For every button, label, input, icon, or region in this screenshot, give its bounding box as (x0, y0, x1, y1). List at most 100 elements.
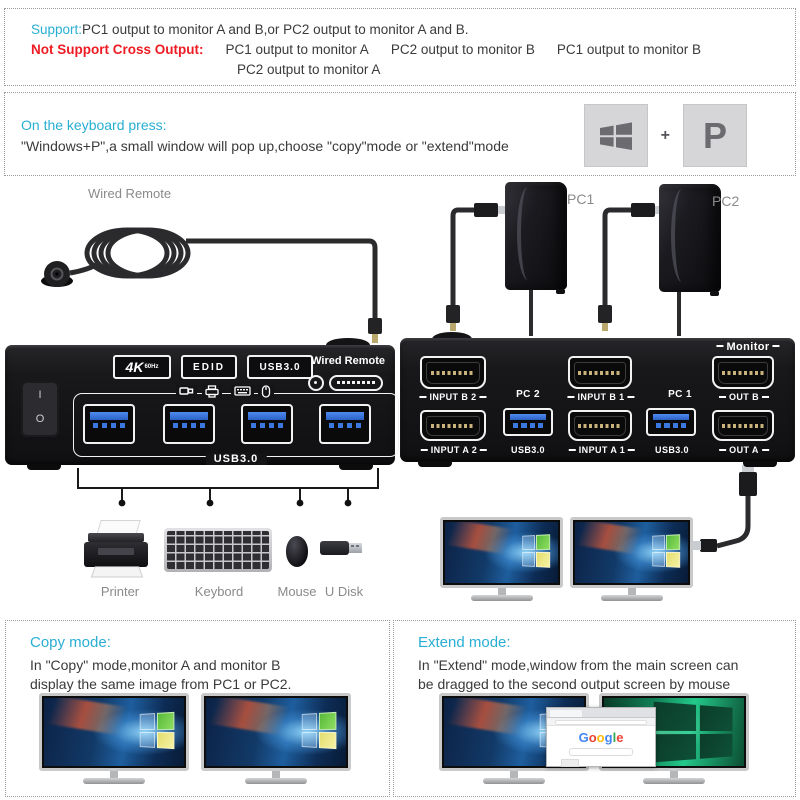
copy-line-1: In "Copy" mode,monitor A and monitor B (30, 657, 281, 673)
browser-window: Google (546, 707, 656, 767)
hdmi-input-a1 (568, 410, 632, 441)
browser-titlebar (547, 708, 655, 718)
hdmi-input-a2 (420, 410, 486, 441)
input-b2-label: INPUT B 2 (416, 392, 489, 402)
remote-jack-icon (329, 375, 383, 391)
pc1-tower (505, 182, 567, 294)
printer-label: Printer (100, 584, 140, 599)
pc1-label: PC1 (567, 191, 595, 207)
support-box: Support:PC1 output to monitor A and B,or… (4, 8, 796, 86)
keyboard-image (164, 528, 272, 572)
back-panel: INPUT B 2 PC 2 INPUT A 2 USB3.0 INPUT B … (400, 338, 795, 467)
google-logo-text: Google (578, 730, 624, 745)
pc2-label: PC2 (712, 193, 740, 209)
browser-addressbar (547, 718, 655, 726)
kb-heading: On the keyboard press: (21, 117, 167, 133)
pc2-tower (659, 184, 721, 296)
hdmi-out-a (712, 410, 774, 441)
mouse-icon (258, 385, 274, 398)
copy-heading: Copy mode: (30, 634, 111, 651)
ns-item-2: PC2 output to monitor B (390, 42, 535, 57)
badge-4k-sub: 60Hz (144, 364, 159, 370)
power-on-glyph: I (38, 389, 42, 401)
udisk-image (320, 540, 366, 556)
wired-remote-label: Wired Remote (88, 186, 172, 201)
udisk-label: U Disk (324, 584, 364, 599)
copy-monitor-2 (201, 693, 351, 784)
hdmi-input-b2 (420, 356, 486, 389)
badge-edid: EDID (181, 355, 237, 379)
usb-port-2 (163, 404, 215, 444)
ns-item-3: PC1 output to monitor B (556, 42, 701, 57)
pc2-group-label: PC 2 (516, 389, 540, 400)
mouse-label: Mouse (277, 584, 317, 599)
mouse-image (286, 536, 308, 567)
remote-port-icon (308, 375, 383, 391)
browser-button (561, 759, 579, 767)
usb-group-label: USB3.0 (205, 453, 267, 465)
keyboard-icon (231, 385, 254, 397)
monitor-label: Monitor (713, 341, 782, 353)
cables-graphic (41, 203, 757, 552)
windows-key (583, 104, 648, 167)
device-foot (743, 461, 777, 467)
front-wired-remote-label: Wired Remote (311, 355, 385, 367)
search-field (568, 748, 634, 756)
usb-port-pc2 (503, 408, 553, 436)
not-support-line: Not Support Cross Output: PC1 output to m… (31, 40, 795, 60)
windows-logo-icon (599, 121, 632, 150)
power-off-glyph: O (35, 413, 45, 425)
p-key-letter: P (702, 114, 727, 156)
support-label: Support: (31, 22, 83, 37)
out-b-label: OUT B (716, 392, 772, 402)
hdmi-out-b (712, 356, 774, 389)
power-switch: I O (21, 381, 59, 437)
badge-4k-text: 4K (125, 359, 144, 375)
out-a-label: OUT A (716, 445, 772, 455)
usb-pc1-label: USB3.0 (655, 445, 689, 455)
copy-mode-box: Copy mode: In "Copy" mode,monitor A and … (5, 620, 390, 797)
extend-mode-box: Extend mode: In "Extend" mode,window fro… (393, 620, 796, 797)
pc1-group-label: PC 1 (668, 389, 692, 400)
device-foot (27, 464, 61, 470)
support-line: Support:PC1 output to monitor A and B,or… (31, 20, 795, 40)
copy-line-2: display the same image from PC1 or PC2. (30, 676, 292, 692)
copy-monitor-1 (39, 693, 189, 784)
printer-icon (202, 385, 222, 398)
ns-line-2: PC2 output to monitor A (237, 62, 381, 77)
input-b1-label: INPUT B 1 (564, 392, 637, 402)
device-foot (339, 464, 373, 470)
device-foot (418, 461, 452, 467)
input-a2-label: INPUT A 2 (418, 445, 490, 455)
usb-port-1 (83, 404, 135, 444)
usb-pc2-label: USB3.0 (511, 445, 545, 455)
hdmi-input-b1 (568, 356, 632, 389)
support-text: PC1 output to monitor A and B,or PC2 out… (82, 22, 469, 37)
monitor-a (440, 517, 563, 601)
remote-dial-icon (308, 375, 324, 391)
keyboard-box: On the keyboard press: "Windows+P",a sma… (4, 92, 796, 176)
usb-port-3 (241, 404, 293, 444)
keyboard-label: Keybord (194, 584, 244, 599)
usb-port-pc1 (646, 408, 696, 436)
kb-text: On the keyboard press: "Windows+P",a sma… (21, 115, 509, 157)
usb-port-4 (319, 404, 371, 444)
extend-line-2: be dragged to the second output screen b… (418, 676, 731, 692)
usb-bracket: USB3.0 (73, 385, 399, 465)
p-key: P (683, 104, 747, 167)
input-a1-label: INPUT A 1 (566, 445, 638, 455)
not-support-label: Not Support Cross Output: (31, 42, 204, 57)
browser-tab (550, 710, 582, 717)
extend-line-1: In "Extend" mode,window from the main sc… (418, 657, 739, 673)
extend-heading: Extend mode: (418, 634, 511, 651)
kb-body: "Windows+P",a small window will pop up,c… (21, 138, 509, 154)
udisk-icon (176, 385, 197, 397)
monitor-b (570, 517, 693, 601)
plus-sign: + (660, 126, 670, 144)
badge-usb3: USB3.0 (247, 355, 313, 379)
key-combo: + P (583, 104, 747, 167)
